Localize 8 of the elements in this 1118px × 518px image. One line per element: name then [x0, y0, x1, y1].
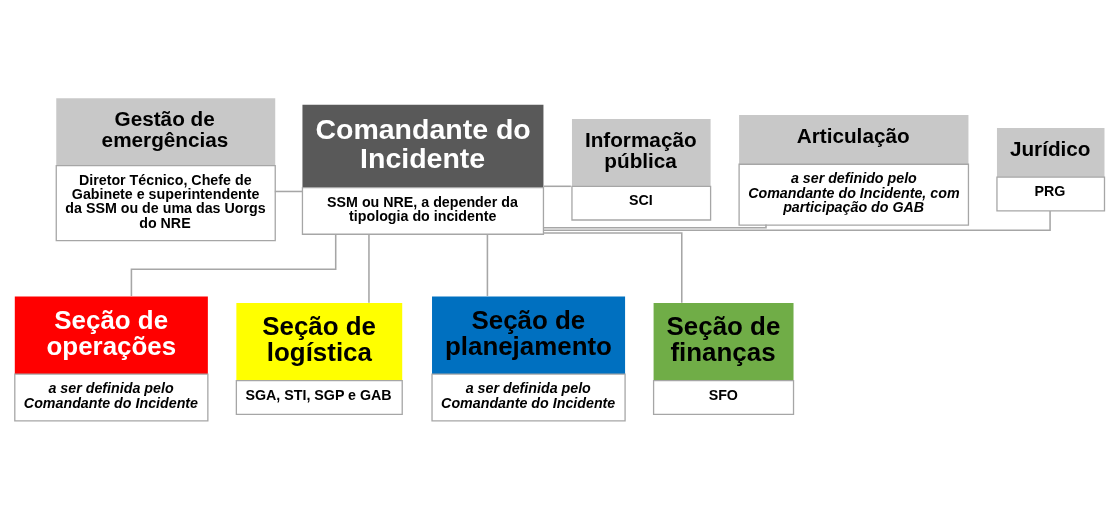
connector — [542, 231, 683, 304]
connector — [543, 185, 572, 187]
connector — [542, 209, 1051, 231]
connector — [486, 233, 489, 297]
connector — [368, 233, 370, 304]
connector — [130, 233, 337, 297]
connector — [274, 190, 304, 192]
connector — [543, 223, 767, 229]
